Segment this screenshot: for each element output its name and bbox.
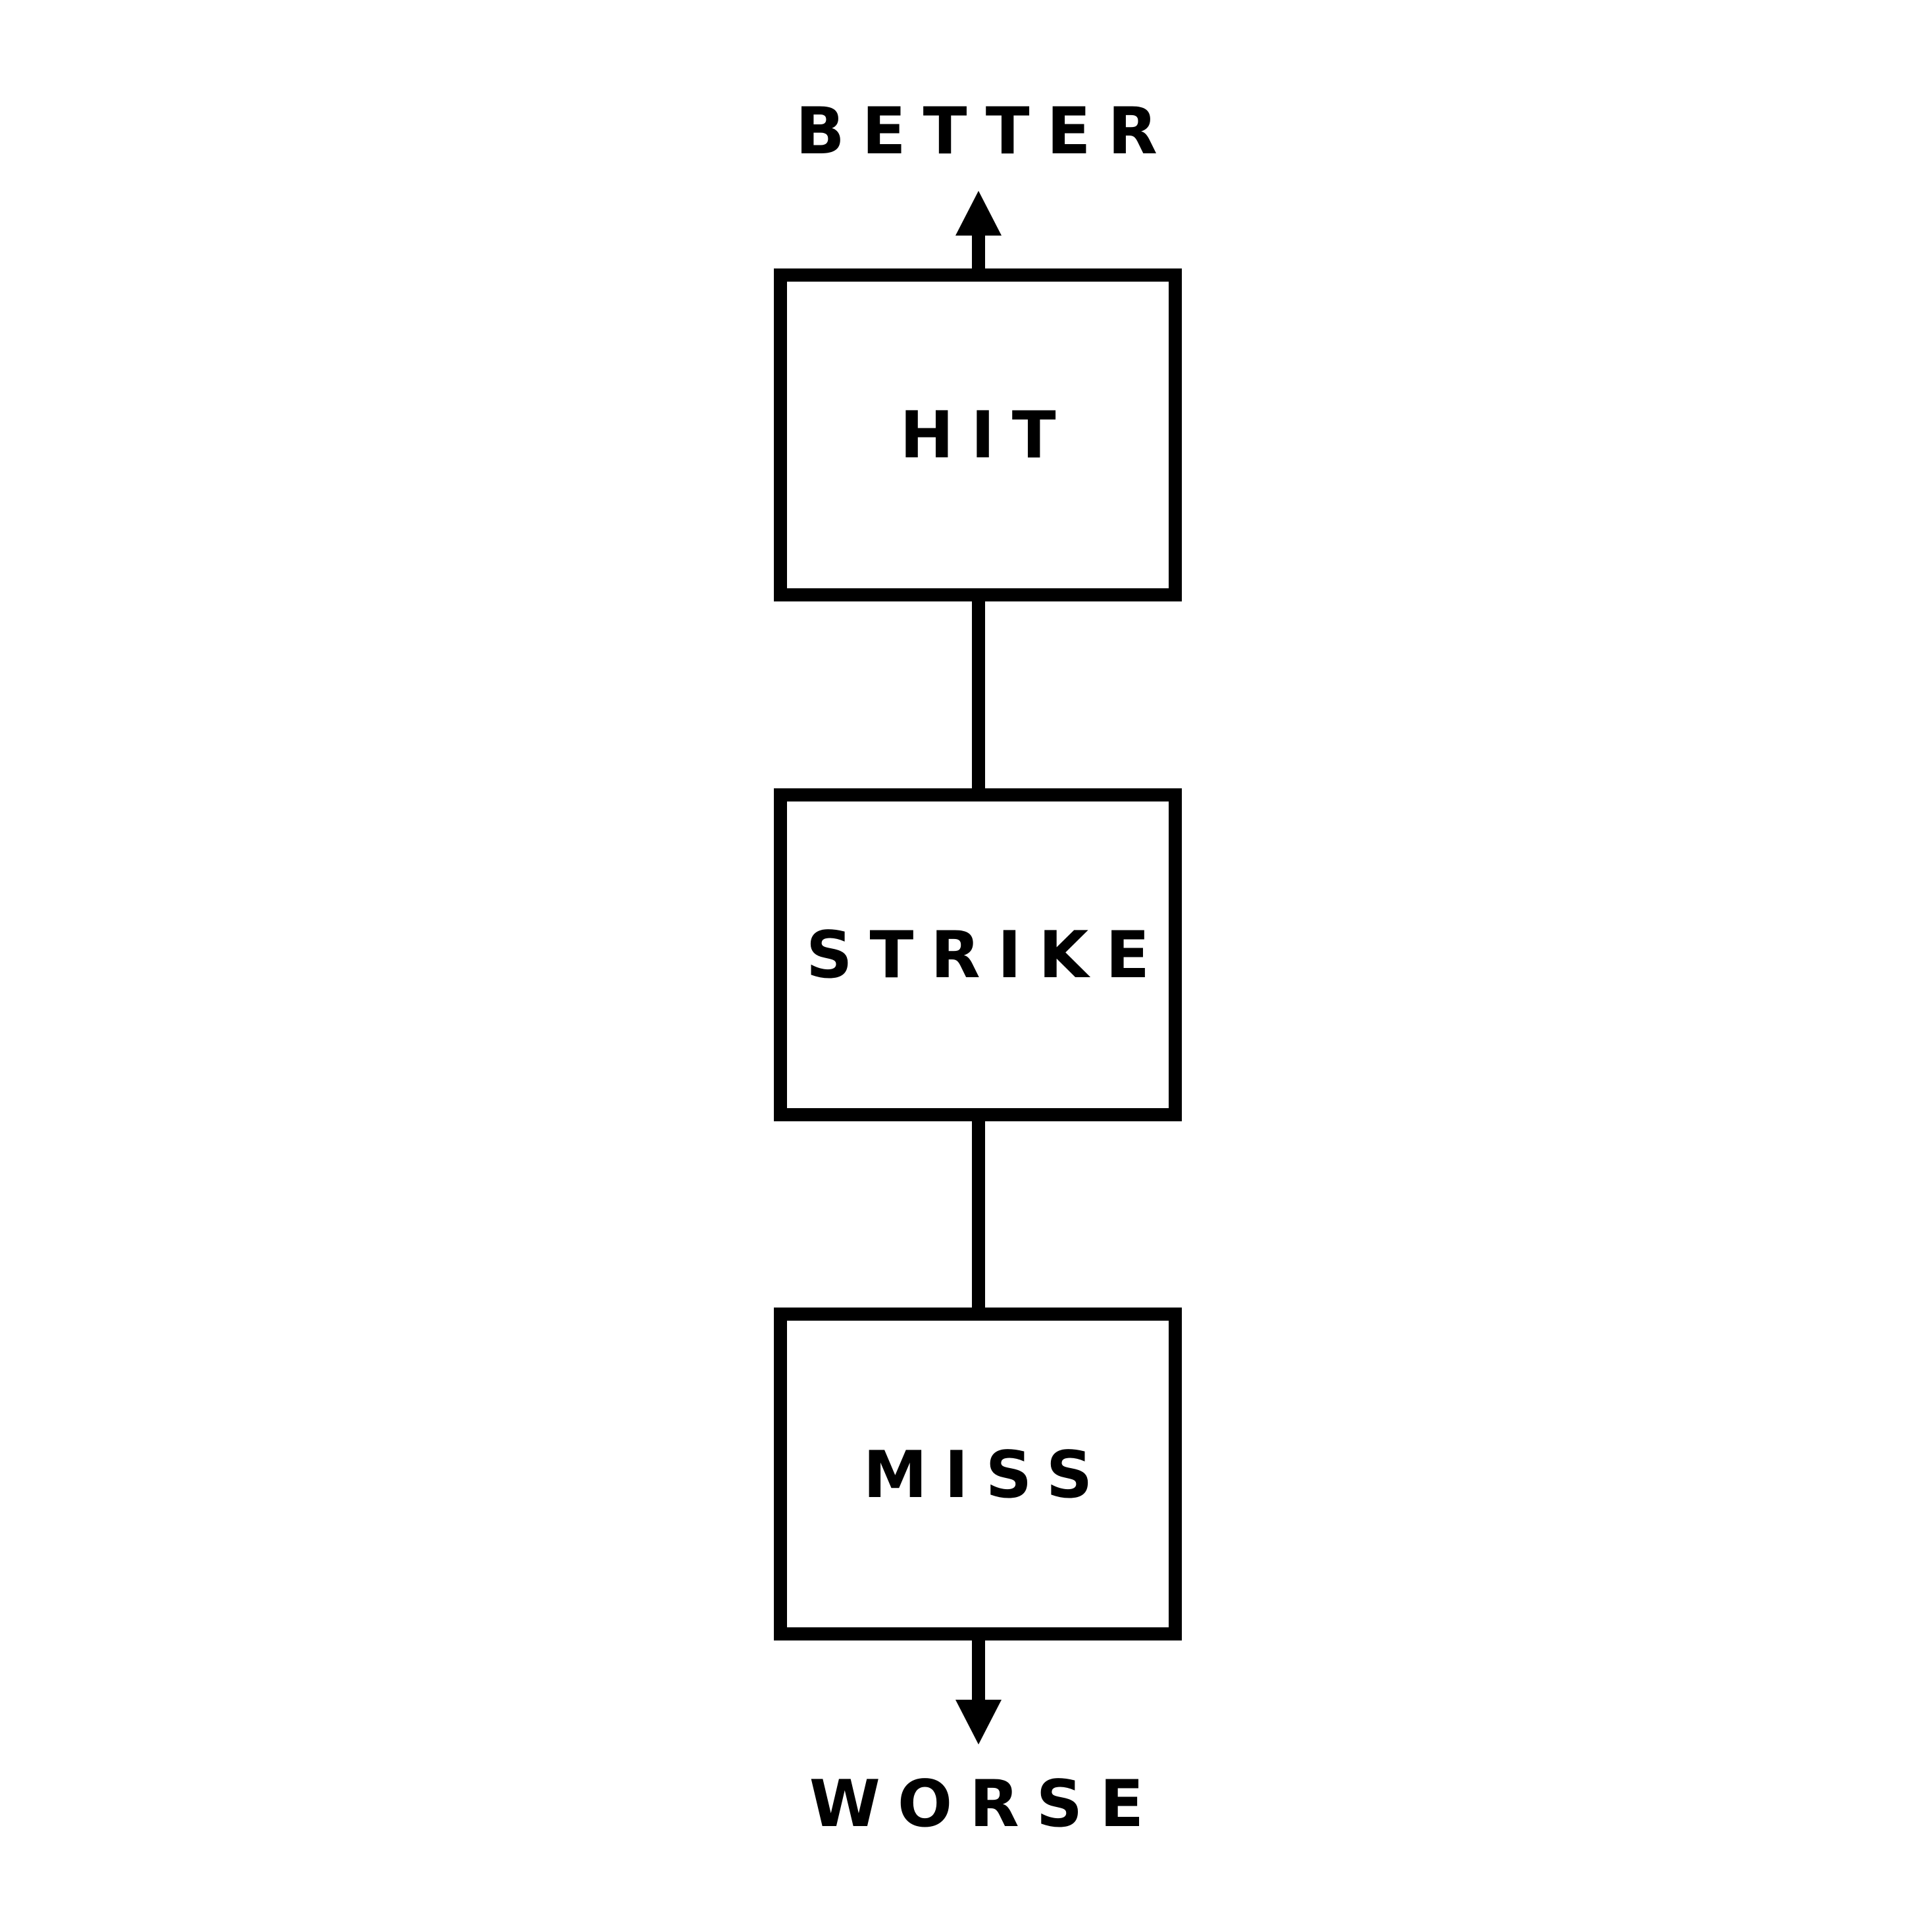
miss-label: MISS <box>863 1438 1110 1513</box>
strike-label: STRIKE <box>806 918 1167 993</box>
down-arrowhead <box>955 1700 1002 1744</box>
up-arrowhead <box>955 191 1002 236</box>
hit-label: HIT <box>900 398 1073 473</box>
worse-label: WORSE <box>809 1767 1161 1842</box>
better-label: BETTER <box>796 94 1175 169</box>
